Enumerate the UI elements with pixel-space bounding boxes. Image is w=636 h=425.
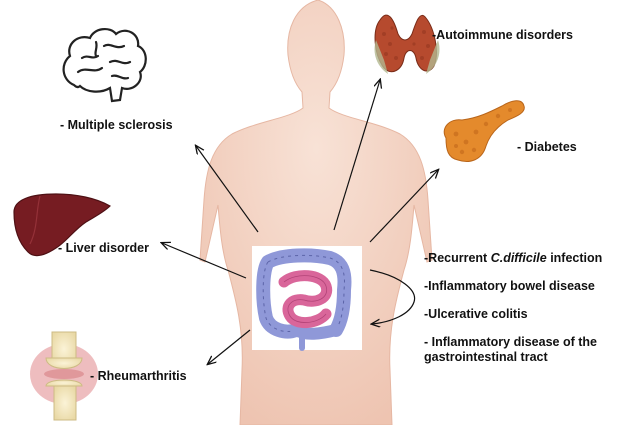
pancreas-icon (444, 101, 524, 162)
cdiff-organism: C.difficile (491, 251, 547, 265)
knee-joint-icon (30, 332, 98, 420)
inflam-gi-line1: - Inflammatory disease of the (424, 335, 597, 349)
label-rheumarthritis: - Rheumarthritis (90, 369, 187, 384)
cdiff-suffix: infection (547, 251, 603, 265)
thyroid-icon (375, 15, 440, 74)
cdiff-prefix: -Recurrent (424, 251, 491, 265)
label-recurrent-cdifficile: -Recurrent C.difficile infection (424, 251, 634, 266)
gi-condition-list: -Recurrent C.difficile infection -Inflam… (424, 251, 634, 378)
brain-icon (64, 29, 146, 101)
label-ulcerative-colitis: -Ulcerative colitis (424, 307, 634, 322)
label-inflammatory-gi-disease: - Inflammatory disease of thegastrointes… (424, 335, 634, 365)
label-liver-disorder: - Liver disorder (58, 241, 149, 256)
inflam-gi-line2: gastrointestinal tract (424, 350, 548, 364)
label-multiple-sclerosis: - Multiple sclerosis (60, 118, 173, 133)
label-diabetes: - Diabetes (517, 140, 577, 155)
label-inflammatory-bowel-disease: -Inflammatory bowel disease (424, 279, 634, 294)
gi-tract-icon (252, 246, 362, 350)
label-autoimmune-disorders: -Autoimmune disorders (432, 28, 573, 43)
